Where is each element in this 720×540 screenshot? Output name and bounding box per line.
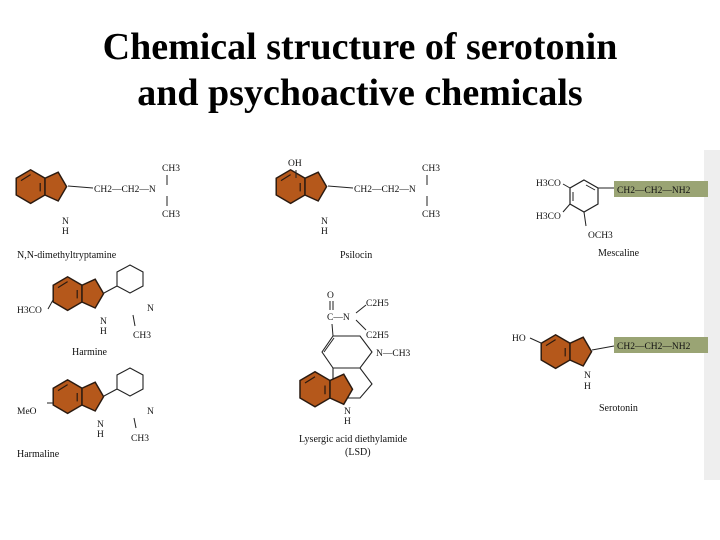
compound-lsd: O C—N C2H5 C2H5 N—CH3 N H Lysergic acid … bbox=[299, 291, 411, 458]
psilocin-methyl-top: CH3 bbox=[422, 164, 440, 174]
serotonin-name: Serotonin bbox=[599, 403, 638, 414]
harmaline-nh-n: N bbox=[97, 420, 104, 430]
psilocin-nh-n: N bbox=[321, 217, 328, 227]
psilocin-name: Psilocin bbox=[340, 250, 372, 261]
compound-dmt: CH2—CH2—N CH3 CH3 N H N,N-dimethyltrypta… bbox=[15, 164, 180, 261]
compound-harmine: H3CO N N H CH3 Harmine bbox=[17, 264, 154, 358]
harmine-ring-n: N bbox=[147, 304, 154, 314]
dihydropyridine-ring-icon bbox=[103, 367, 144, 397]
dmt-name: N,N-dimethyltryptamine bbox=[17, 250, 117, 261]
mescaline-methoxy-1: H3CO bbox=[536, 179, 561, 189]
lsd-carbonyl-o: O bbox=[327, 291, 334, 301]
lsd-name-line-2: (LSD) bbox=[345, 447, 371, 458]
serotonin-highlight bbox=[614, 337, 708, 353]
harmaline-methoxy: MeO bbox=[17, 407, 37, 417]
harmaline-methyl: CH3 bbox=[131, 434, 149, 444]
benzene-ring-icon bbox=[569, 179, 599, 213]
indole-ring-icon bbox=[299, 371, 354, 408]
lsd-nh-n: N bbox=[344, 407, 351, 417]
indole-ring-icon bbox=[15, 169, 68, 205]
title-line-1: Chemical structure of serotonin bbox=[102, 26, 618, 68]
indole-ring-icon bbox=[540, 334, 593, 370]
lsd-ethyl-2: C2H5 bbox=[366, 331, 389, 341]
harmine-nh-h: H bbox=[100, 327, 107, 337]
scan-edge bbox=[704, 150, 720, 480]
compound-psilocin: OH CH2—CH2—N CH3 CH3 N H Psilocin bbox=[275, 159, 440, 261]
indole-ring-icon bbox=[275, 169, 328, 205]
mescaline-side-chain: CH2—CH2—NH2 bbox=[617, 186, 691, 196]
lsd-n-methyl: N—CH3 bbox=[376, 349, 411, 359]
dmt-methyl-top: CH3 bbox=[162, 164, 180, 174]
mescaline-highlight bbox=[614, 181, 708, 197]
serotonin-nh-n: N bbox=[584, 371, 591, 381]
compound-mescaline: H3CO H3CO OCH3 CH2—CH2—NH2 Mescaline bbox=[536, 179, 708, 259]
slide-title: Chemical structure of serotonin and psyc… bbox=[0, 24, 720, 116]
harmaline-name: Harmaline bbox=[17, 449, 60, 460]
serotonin-ho: HO bbox=[512, 334, 526, 344]
indole-ring-icon bbox=[52, 276, 105, 312]
lsd-ethyl-1: C2H5 bbox=[366, 299, 389, 309]
harmine-nh-n: N bbox=[100, 317, 107, 327]
compound-harmaline: MeO N N H CH3 Harmaline bbox=[17, 367, 154, 460]
harmine-name: Harmine bbox=[72, 347, 108, 358]
mescaline-methoxy-2: H3CO bbox=[536, 212, 561, 222]
indole-ring-icon bbox=[52, 379, 105, 415]
mescaline-methoxy-3: OCH3 bbox=[588, 231, 613, 241]
title-line-2: and psychoactive chemicals bbox=[137, 72, 583, 114]
dmt-methyl-bottom: CH3 bbox=[162, 210, 180, 220]
lsd-upper-ring-icon bbox=[321, 335, 373, 369]
lsd-amide: C—N bbox=[327, 313, 350, 323]
harmine-methoxy: H3CO bbox=[17, 306, 42, 316]
mescaline-name: Mescaline bbox=[598, 248, 640, 259]
dmt-side-chain: CH2—CH2—N bbox=[94, 185, 156, 195]
lsd-nh-h: H bbox=[344, 417, 351, 427]
lsd-name-line-1: Lysergic acid diethylamide bbox=[299, 434, 408, 445]
harmine-methyl: CH3 bbox=[133, 331, 151, 341]
psilocin-nh-h: H bbox=[321, 227, 328, 237]
compound-serotonin: HO CH2—CH2—NH2 N H Serotonin bbox=[512, 334, 708, 414]
harmaline-ring-n: N bbox=[147, 407, 154, 417]
harmaline-nh-h: H bbox=[97, 430, 104, 440]
pyridine-ring-icon bbox=[103, 264, 144, 294]
psilocin-side-chain: CH2—CH2—N bbox=[354, 185, 416, 195]
psilocin-oh: OH bbox=[288, 159, 302, 169]
dmt-nh-n: N bbox=[62, 217, 69, 227]
serotonin-side-chain: CH2—CH2—NH2 bbox=[617, 342, 691, 352]
dmt-nh-h: H bbox=[62, 227, 69, 237]
serotonin-nh-h: H bbox=[584, 382, 591, 392]
psilocin-methyl-bottom: CH3 bbox=[422, 210, 440, 220]
